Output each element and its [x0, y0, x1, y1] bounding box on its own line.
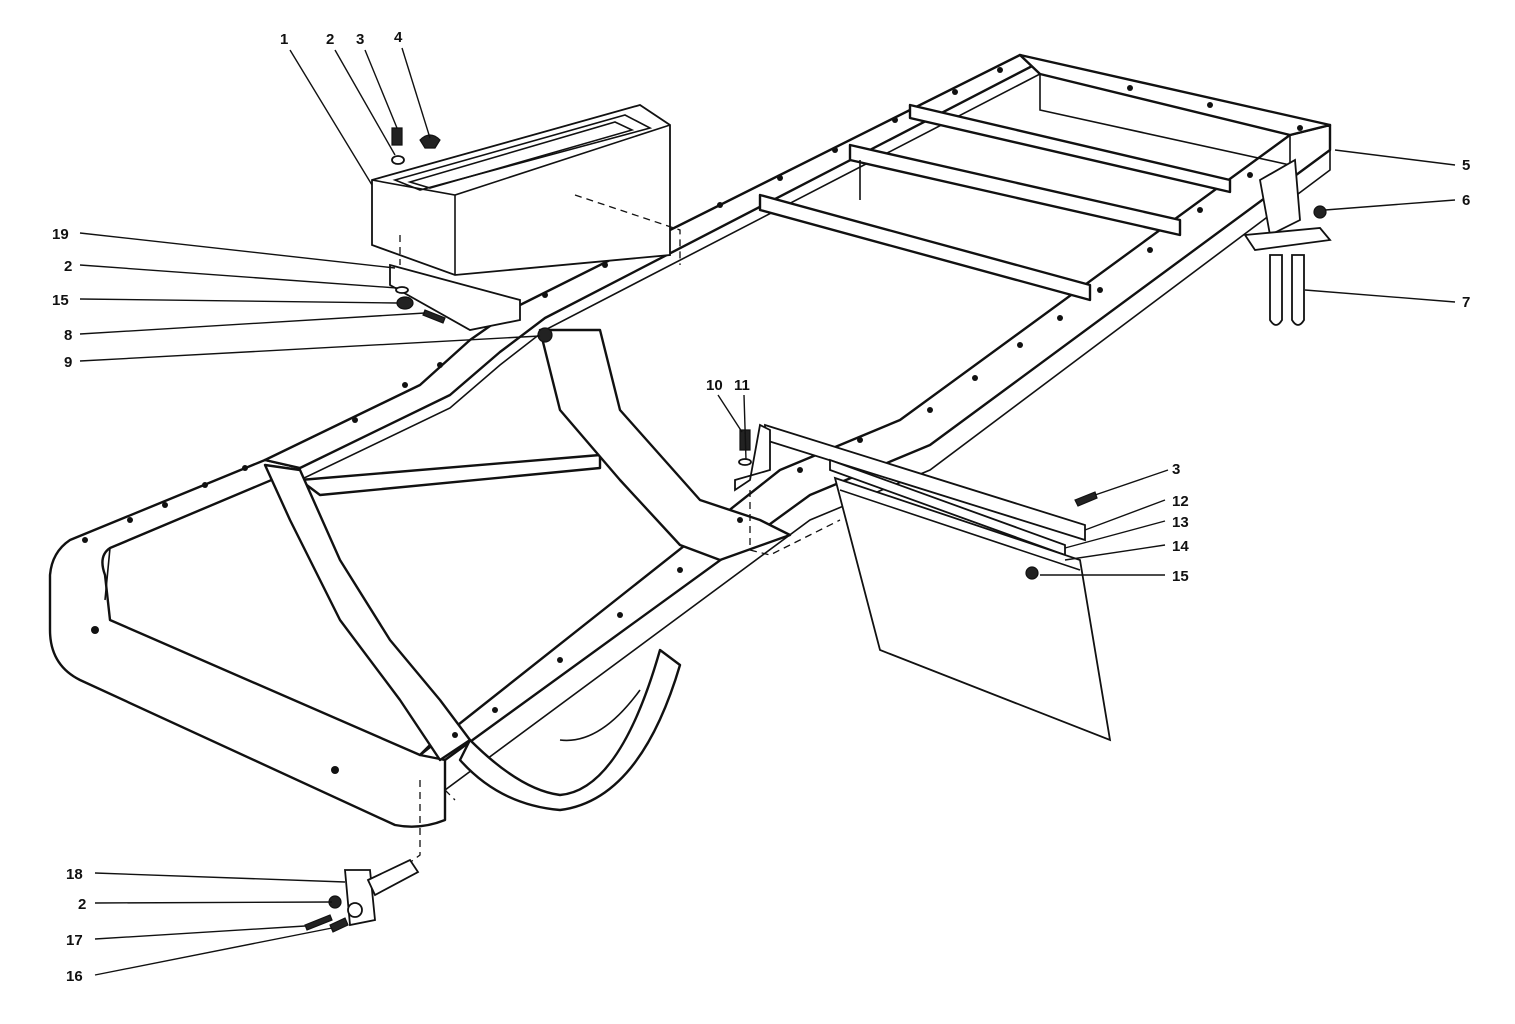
callout-17: 17 — [66, 932, 83, 949]
callout-4: 4 — [394, 29, 403, 46]
rear-hitch — [1243, 158, 1332, 326]
callout-6: 6 — [1462, 192, 1470, 209]
washer-icon — [738, 458, 752, 466]
callout-5: 5 — [1462, 157, 1470, 174]
washer-icon — [395, 286, 409, 294]
crossmember-1 — [758, 193, 1092, 302]
callout-2: 2 — [326, 31, 334, 48]
callout-12: 12 — [1172, 493, 1189, 510]
callout-18: 18 — [66, 866, 83, 883]
battery-bracket — [389, 194, 681, 331]
crossmember-3 — [908, 103, 1232, 194]
front-bumper — [48, 458, 447, 828]
nut-icon — [396, 296, 414, 310]
bolt-icon — [329, 917, 349, 933]
bolt-icon — [304, 914, 333, 931]
bolt-icon — [391, 127, 403, 146]
rear-crossmember — [1018, 53, 1332, 137]
nut-icon — [537, 327, 553, 343]
callout-labels: 1 2 3 4 5 6 7 19 2 15 8 9 10 11 3 12 13 … — [52, 29, 1470, 985]
callout-7: 7 — [1462, 294, 1470, 311]
center-brace — [538, 328, 792, 562]
leader-lines — [79, 47, 1456, 976]
callout-15: 15 — [52, 292, 69, 309]
bolt-icon — [1074, 491, 1098, 507]
callout-1: 1 — [280, 31, 288, 48]
front-crossbar — [298, 453, 602, 497]
callout-14: 14 — [1172, 538, 1189, 555]
callout-11: 11 — [734, 377, 750, 394]
callout-16: 16 — [66, 968, 83, 985]
lower-tube — [458, 648, 682, 812]
callout-8: 8 — [64, 327, 72, 344]
battery-box — [371, 104, 671, 276]
callout-19: 19 — [52, 226, 69, 243]
chassis-frame — [48, 53, 1332, 828]
wingnut-icon — [419, 134, 441, 149]
crossmember-2 — [848, 143, 1182, 237]
callout-15: 15 — [1172, 568, 1189, 585]
hardware-top-left — [391, 127, 553, 343]
callout-9: 9 — [64, 354, 72, 371]
callout-3: 3 — [356, 31, 364, 48]
frame-holes — [82, 67, 1303, 774]
washer-icon — [391, 155, 405, 165]
mud-flap-assembly — [734, 423, 1112, 742]
nut-icon — [1313, 205, 1327, 219]
callout-2: 2 — [64, 258, 72, 275]
callout-3: 3 — [1172, 461, 1180, 478]
tow-bracket — [304, 780, 456, 933]
nut-icon — [1025, 566, 1039, 580]
right-rail — [418, 123, 1332, 762]
callout-13: 13 — [1172, 514, 1189, 531]
callout-2: 2 — [78, 896, 86, 913]
callout-10: 10 — [706, 377, 723, 394]
